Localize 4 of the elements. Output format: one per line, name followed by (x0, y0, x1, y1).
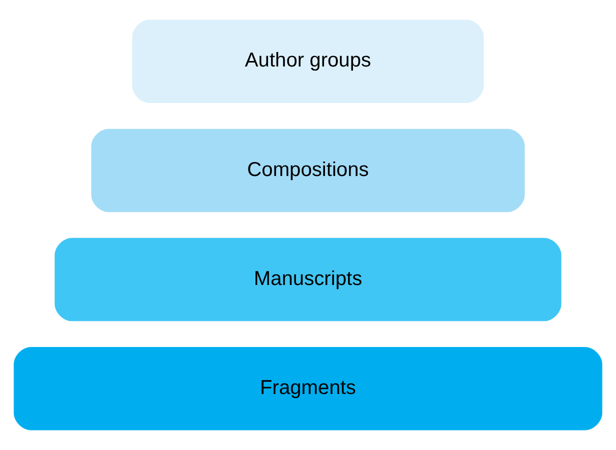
node-box: Author groups (132, 20, 484, 103)
node-box: Fragments (14, 347, 602, 430)
node-box: Manuscripts (54, 238, 562, 322)
node-box: Compositions (91, 128, 525, 212)
